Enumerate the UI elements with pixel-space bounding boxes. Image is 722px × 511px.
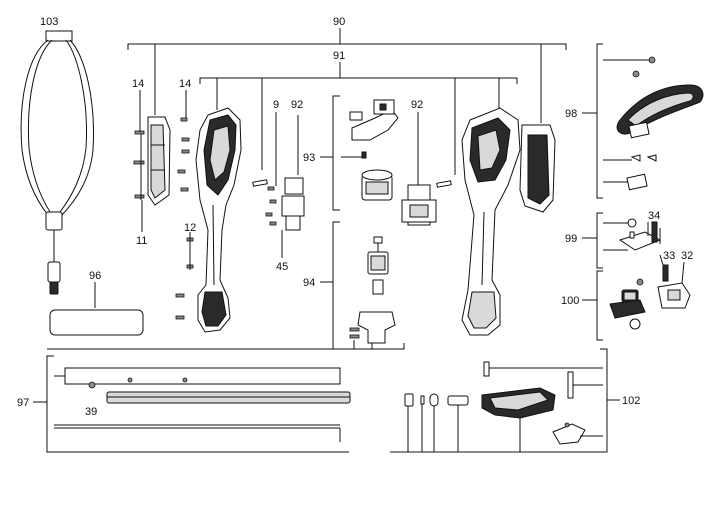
leader-lines — [139, 90, 685, 284]
motor-assembly — [349, 236, 396, 349]
callout-33: 33 — [663, 250, 675, 262]
callout-96: 96 — [89, 270, 101, 282]
lock-assembly — [609, 264, 691, 330]
right-housing-part — [461, 107, 521, 336]
left-cover-part — [147, 116, 171, 206]
callout-92-right: 92 — [411, 99, 423, 111]
callout-99: 99 — [565, 233, 577, 245]
callout-93: 93 — [303, 152, 315, 164]
callout-92-left: 92 — [291, 99, 303, 111]
callout-39: 39 — [85, 406, 97, 418]
gearhead-parts — [404, 361, 603, 452]
callout-98: 98 — [565, 108, 577, 120]
latch-assembly — [603, 218, 662, 251]
assembly-brackets — [33, 28, 620, 453]
callout-102: 102 — [622, 395, 640, 407]
callout-103: 103 — [40, 16, 58, 28]
callout-97: 97 — [17, 397, 29, 409]
callout-12: 12 — [184, 222, 196, 234]
callout-34: 34 — [648, 210, 660, 222]
callout-32: 32 — [681, 250, 693, 262]
callout-100: 100 — [561, 295, 579, 307]
trigger-assembly — [349, 99, 437, 226]
label-plate — [49, 282, 144, 336]
callout-90: 90 — [333, 16, 345, 28]
harness-strap — [20, 30, 94, 295]
callout-91: 91 — [333, 50, 345, 62]
callout-14-left: 14 — [132, 78, 144, 90]
callout-labels: 90 91 103 14 14 9 92 92 93 94 98 99 34 3… — [17, 16, 693, 418]
callout-14-right: 14 — [179, 78, 191, 90]
callout-11: 11 — [136, 235, 147, 247]
handle-assembly — [603, 56, 704, 191]
right-cover-part — [519, 124, 556, 213]
switch-assembly — [265, 115, 305, 258]
callout-45: 45 — [276, 261, 288, 273]
screws-group-14 — [133, 117, 194, 320]
shaft-parts — [54, 367, 351, 442]
small-pins — [252, 179, 452, 188]
callout-9: 9 — [273, 99, 279, 111]
callout-94: 94 — [303, 277, 315, 289]
left-housing-part — [195, 107, 242, 333]
